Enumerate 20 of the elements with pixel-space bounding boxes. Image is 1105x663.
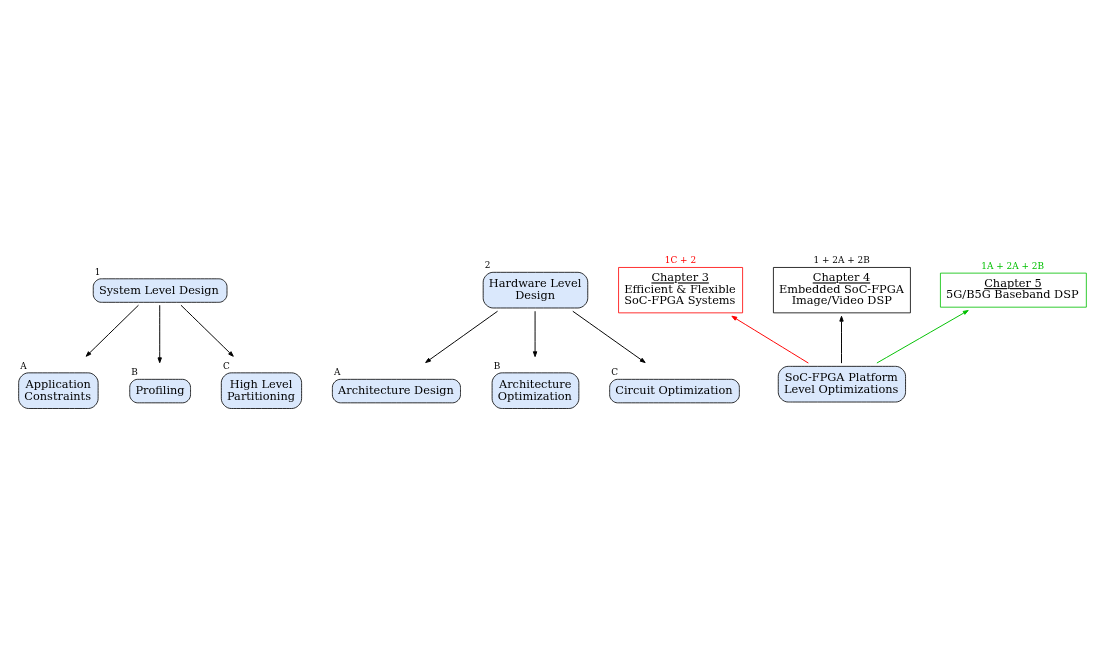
node-label: 1 + 2A + 2B <box>813 255 870 266</box>
node-label: 1 <box>94 266 101 277</box>
node-label: C <box>611 367 619 378</box>
node-label: 1A + 2A + 2B <box>981 260 1045 271</box>
arrow <box>157 304 162 364</box>
arrow <box>425 310 499 364</box>
node-label: A <box>334 367 341 378</box>
node-label: C <box>222 360 230 371</box>
arrow <box>839 315 844 364</box>
node-label: 2 <box>484 260 491 271</box>
node-label: B <box>493 360 501 371</box>
node-label: B <box>131 367 138 378</box>
arrow <box>731 315 809 364</box>
arrow <box>572 310 646 364</box>
arrow <box>876 309 969 364</box>
arrow <box>532 310 538 358</box>
node-label: 1C + 2 <box>664 255 697 266</box>
node-label: A <box>20 360 27 371</box>
arrow <box>180 304 234 357</box>
arrow <box>85 304 139 357</box>
